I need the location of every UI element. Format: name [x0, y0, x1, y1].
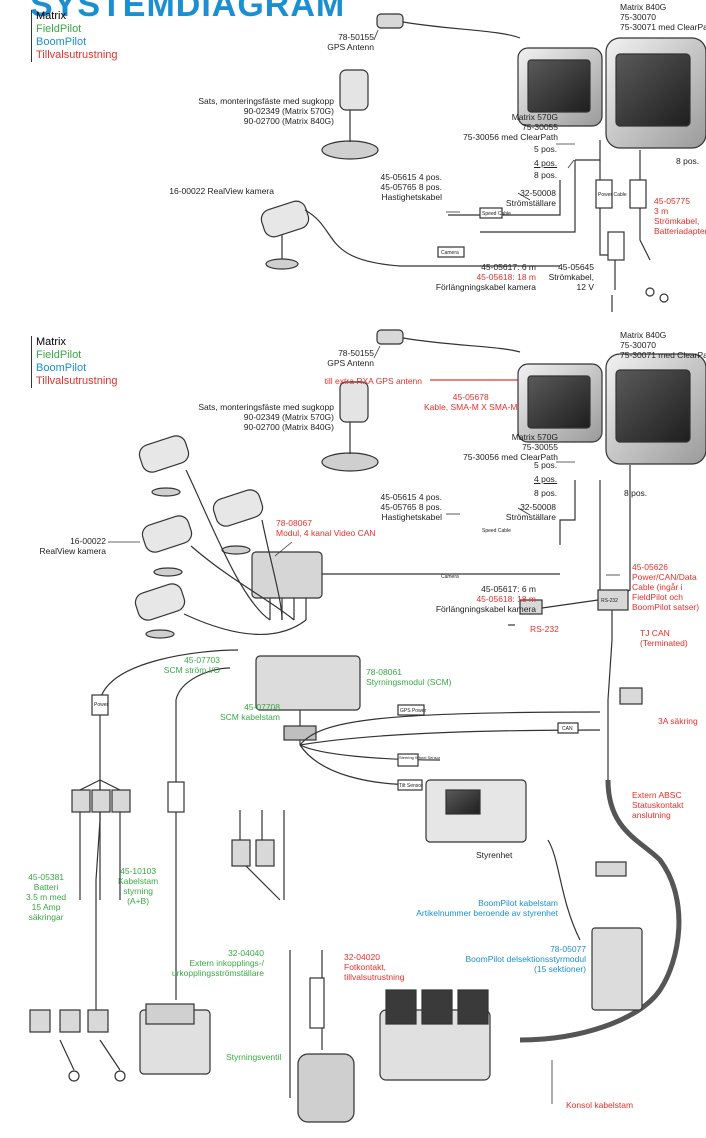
pos8-bottom: 8 pos.: [534, 488, 558, 498]
speed-tag-bottom: Speed Cable: [482, 528, 511, 534]
legend-bottom: Matrix FieldPilot BoomPilot Tillvalsutru…: [31, 336, 118, 388]
gps-antenna-top: [376, 13, 521, 39]
pos8b-top: 8 pos.: [676, 156, 700, 166]
matrix-840g-top: [605, 37, 706, 149]
diagram-title: SYSTEMDIAGRAM: [30, 0, 346, 24]
legend-boompilot: BoomPilot: [36, 362, 87, 374]
rs232-tag: RS-232: [601, 598, 618, 604]
controller-unit: [425, 779, 527, 843]
gps-power-tag: GPS Power: [400, 708, 427, 714]
legend-boompilot: BoomPilot: [36, 36, 87, 48]
tj-can-label: TJ CAN(Terminated): [640, 628, 688, 648]
matrix-570g-bottom: [517, 363, 603, 443]
tilt-sensor-tag: Tilt Sensor: [399, 783, 423, 789]
pos5-bottom: 5 pos.: [534, 460, 558, 470]
legend-optional: Tillvalsutrustning: [36, 375, 118, 387]
fuse-label: 3A säkring: [658, 716, 698, 726]
matrix-840g-bottom: [605, 353, 706, 465]
camera-cable-tag-top: Camera: [441, 250, 459, 256]
video-can-module: [183, 469, 560, 635]
leader-lines: [108, 29, 620, 1104]
pos4-top: 4 pos.: [534, 158, 558, 168]
pos4-bottom: 4 pos.: [534, 474, 558, 484]
steering-sensor-tag: Steering Wheel Sensor: [399, 755, 441, 760]
foot-switch: [297, 1053, 355, 1123]
matrix-570g-top: [517, 47, 603, 127]
legend-fieldpilot: FieldPilot: [36, 23, 82, 35]
pos8b-bottom: 8 pos.: [624, 488, 648, 498]
legend-fieldpilot: FieldPilot: [36, 349, 82, 361]
suction-mount-top: [321, 69, 379, 160]
camera-label-top: 16-00022 RealView kamera: [169, 186, 274, 196]
valve-manifold: [379, 989, 491, 1081]
bottom-section: [29, 329, 706, 1123]
controller-label: Styrenhet: [476, 850, 513, 860]
legend-matrix: Matrix: [36, 10, 66, 22]
realview-cameras-bottom: [134, 435, 264, 639]
power-tag-bottom: Power: [94, 702, 109, 708]
speed-cable-label-top: 45-05615 4 pos.45-05765 8 pos.Hastighets…: [380, 172, 442, 202]
legend-top: Matrix FieldPilot BoomPilot Tillvalsutru…: [31, 10, 118, 62]
rxa-label: till extra RXA GPS antenn: [324, 376, 422, 386]
speed-cable-label-bottom: 45-05615 4 pos.45-05765 8 pos.Hastighets…: [380, 492, 442, 522]
camera-tag-bottom: Camera: [441, 574, 459, 580]
legend-matrix: Matrix: [36, 336, 66, 348]
legend-optional: Tillvalsutrustning: [36, 49, 118, 61]
steering-valve-label: Styrningsventil: [226, 1052, 282, 1062]
can-tag: CAN: [562, 726, 573, 732]
power-cable-tag-top: Power Cable: [598, 192, 627, 198]
steering-valve: [139, 1003, 211, 1075]
suction-mount-bottom: [321, 381, 379, 472]
gps-antenna-bottom: [376, 329, 521, 381]
console-harness-label: Konsol kabelstam: [566, 1100, 634, 1110]
pos8-top: 8 pos.: [534, 170, 558, 180]
pos5-top: 5 pos.: [534, 144, 558, 154]
scm-module: [255, 655, 361, 745]
boompilot-module: [591, 927, 643, 1011]
speed-cable-tag-top: Speed Cable: [482, 211, 511, 217]
rs232-label: RS-232: [530, 624, 559, 634]
realview-camera-top: [260, 200, 560, 270]
top-section: [260, 13, 706, 312]
